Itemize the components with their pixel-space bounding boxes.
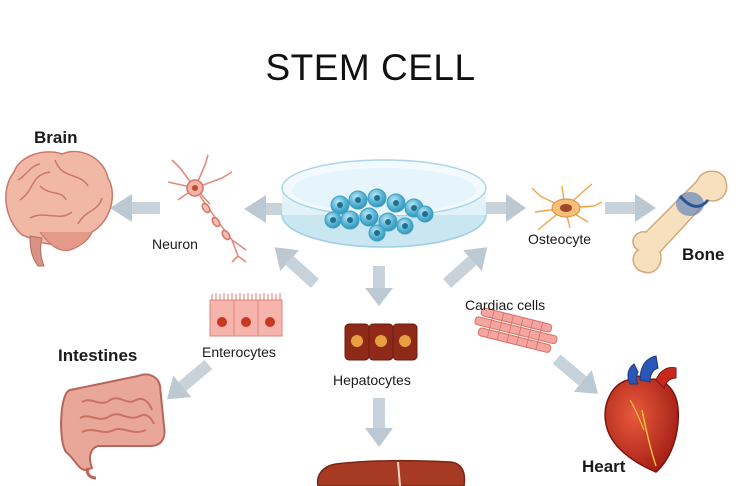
arrow-to-heart bbox=[552, 354, 599, 394]
label-enterocytes: Enterocytes bbox=[202, 344, 276, 360]
page-title: STEM CELL bbox=[265, 47, 476, 88]
hepatocytes-icon bbox=[344, 323, 418, 361]
bone-icon bbox=[632, 170, 728, 274]
heart-icon bbox=[604, 355, 680, 473]
arrows bbox=[110, 194, 656, 447]
arrow-to-cardiac bbox=[443, 247, 488, 288]
arrow-to-brain bbox=[110, 194, 160, 222]
brain-icon bbox=[5, 150, 114, 267]
label-heart: Heart bbox=[582, 457, 626, 476]
label-hepatocytes: Hepatocytes bbox=[333, 372, 411, 388]
label-neuron: Neuron bbox=[152, 236, 198, 252]
enterocytes-icon bbox=[209, 293, 283, 337]
liver-icon bbox=[316, 459, 466, 486]
arrow-to-bone bbox=[605, 194, 656, 222]
label-cardiac-cells: Cardiac cells bbox=[465, 297, 546, 313]
label-intestines: Intestines bbox=[58, 346, 138, 365]
arrow-to-osteocyte bbox=[484, 194, 526, 222]
arrow-to-liver bbox=[365, 398, 393, 447]
label-brain: Brain bbox=[34, 128, 78, 147]
intestines-icon bbox=[60, 373, 166, 480]
label-bone: Bone bbox=[682, 245, 725, 264]
arrow-to-enterocytes bbox=[274, 247, 319, 288]
petri-dish-icon bbox=[281, 159, 487, 248]
neuron-icon bbox=[167, 154, 247, 263]
arrow-to-intestines bbox=[167, 359, 213, 400]
label-osteocyte: Osteocyte bbox=[528, 231, 592, 247]
cardiac-cells-icon bbox=[474, 307, 558, 353]
osteocyte-icon bbox=[531, 183, 603, 231]
arrow-to-hepatocytes bbox=[365, 266, 393, 306]
